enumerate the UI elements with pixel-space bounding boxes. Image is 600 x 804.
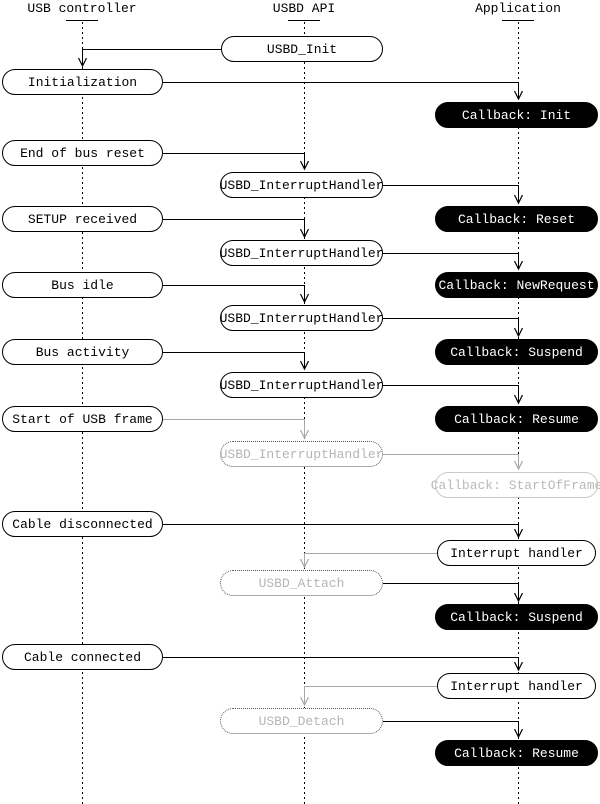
node-setup-received: SETUP received [2,206,163,232]
node-usbd-interrupthandler-1: USBD_InterruptHandler [220,172,383,198]
node-usbd-interrupthandler-3: USBD_InterruptHandler [220,305,383,331]
node-usbd-interrupthandler-5-inactive: USBD_InterruptHandler [220,441,383,467]
node-bus-activity: Bus activity [2,339,163,365]
node-callback-init: Callback: Init [435,102,598,128]
node-cable-connected: Cable connected [2,644,163,670]
node-callback-startofframe-inactive: Callback: StartOfFrame [431,472,600,498]
node-callback-suspend-2: Callback: Suspend [435,604,598,630]
node-start-of-usb-frame: Start of USB frame [2,406,163,432]
node-callback-suspend-1: Callback: Suspend [435,339,598,365]
node-bus-idle: Bus idle [2,272,163,298]
column-header-application: Application [475,1,561,16]
node-end-of-bus-reset: End of bus reset [2,140,163,166]
node-callback-newrequest: Callback: NewRequest [435,272,598,298]
column-header-usb-controller: USB controller [27,1,137,16]
node-callback-reset: Callback: Reset [435,206,598,232]
node-interrupt-handler-1: Interrupt handler [437,540,596,566]
node-usbd-attach-inactive: USBD_Attach [220,570,383,596]
node-initialization: Initialization [2,69,163,95]
column-header-usbd-api: USBD API [272,1,336,16]
node-callback-resume-1: Callback: Resume [435,406,598,432]
node-usbd-init: USBD_Init [221,36,383,62]
node-cable-disconnected: Cable disconnected [2,511,163,537]
active-connectors [83,49,519,738]
node-interrupt-handler-2: Interrupt handler [437,673,596,699]
node-usbd-detach-inactive: USBD_Detach [220,708,383,734]
node-usbd-interrupthandler-2: USBD_InterruptHandler [220,240,383,266]
inactive-connectors [163,419,519,706]
node-callback-resume-2: Callback: Resume [435,740,598,766]
node-usbd-interrupthandler-4: USBD_InterruptHandler [220,372,383,398]
